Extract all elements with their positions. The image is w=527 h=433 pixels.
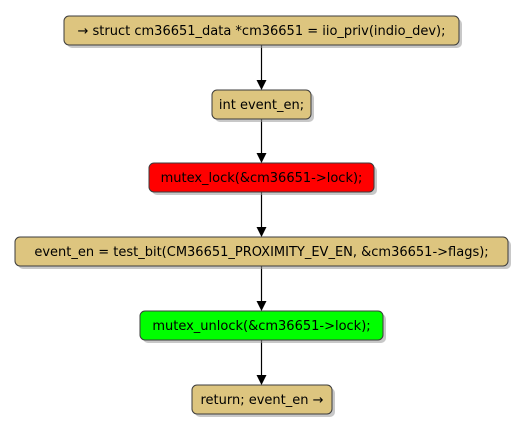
- edge-arrowhead-1: [256, 80, 267, 90]
- node-box: [191, 384, 333, 415]
- node-box: [63, 15, 460, 46]
- flow-node-4: event_en = test_bit(CM36651_PROXIMITY_EV…: [14, 236, 511, 269]
- edge-arrowhead-5: [256, 375, 267, 385]
- flow-node-6: return; event_en →: [191, 384, 335, 417]
- edge-arrowhead-2: [256, 153, 267, 163]
- node-label: mutex_lock(&cm36651->lock);: [161, 171, 363, 186]
- node-box: [14, 236, 509, 267]
- edges-layer: [256, 45, 267, 385]
- node-label: return; event_en →: [200, 393, 323, 408]
- flow-node-3: mutex_lock(&cm36651->lock);: [148, 162, 377, 195]
- edge-arrowhead-4: [256, 301, 267, 311]
- node-label: event_en = test_bit(CM36651_PROXIMITY_EV…: [34, 245, 488, 260]
- node-box: [148, 162, 375, 193]
- edge-arrowhead-3: [256, 227, 267, 237]
- node-box: [139, 310, 384, 341]
- node-label: int event_en;: [219, 98, 304, 113]
- flow-node-5: mutex_unlock(&cm36651->lock);: [139, 310, 386, 343]
- flow-node-2: int event_en;: [211, 89, 314, 122]
- node-label: mutex_unlock(&cm36651->lock);: [152, 319, 370, 334]
- node-label: → struct cm36651_data *cm36651 = iio_pri…: [78, 24, 446, 39]
- flow-node-1: → struct cm36651_data *cm36651 = iio_pri…: [63, 15, 462, 48]
- nodes-layer: → struct cm36651_data *cm36651 = iio_pri…: [14, 15, 511, 417]
- node-box: [211, 89, 312, 120]
